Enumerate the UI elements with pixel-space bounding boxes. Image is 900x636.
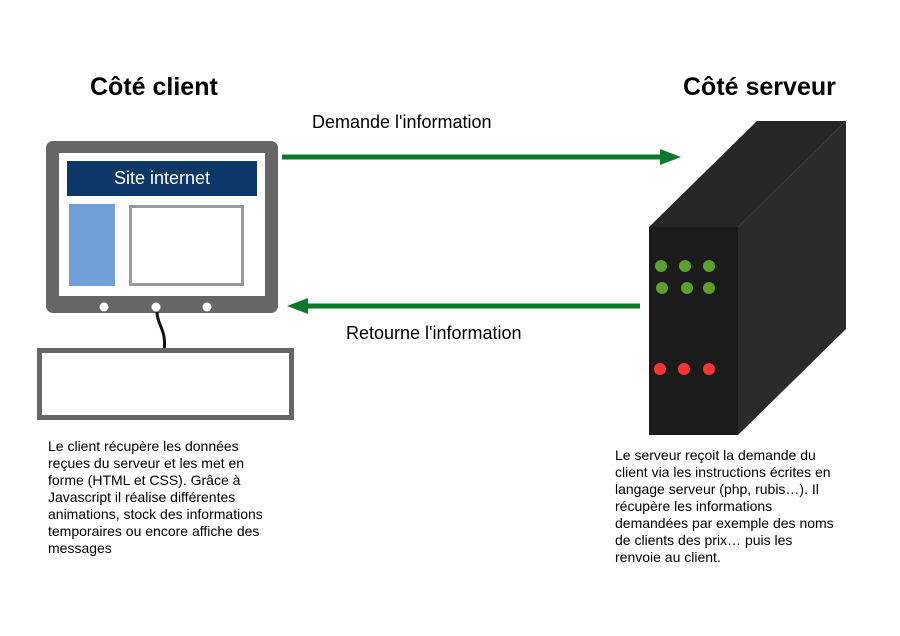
server-front: [649, 227, 738, 435]
monitor: [46, 141, 278, 313]
response-label: Retourne l'information: [346, 323, 522, 343]
server-side: [738, 121, 846, 435]
server-tower: [649, 121, 846, 435]
monitor-button: [99, 302, 109, 312]
site-sidebar: [69, 204, 115, 286]
keyboard-cable: [155, 311, 167, 352]
keyboard: [37, 348, 294, 420]
site-title: Site internet: [113, 168, 211, 188]
client-description: Le client récupère les données reçues du…: [48, 438, 263, 556]
server-top: [649, 121, 846, 227]
monitor-button: [151, 302, 161, 312]
request-arrow: [282, 149, 681, 165]
green-led: [703, 282, 715, 294]
response-arrow: [287, 298, 640, 314]
site-content-box: [129, 205, 244, 286]
server-heading: Côté serveur: [683, 73, 836, 101]
green-led: [703, 260, 715, 272]
red-led: [654, 363, 666, 375]
server-description: Le serveur reçoit la demande du client v…: [615, 447, 834, 565]
monitor-button: [202, 302, 212, 312]
green-led: [679, 260, 691, 272]
green-led: [681, 282, 693, 294]
red-led: [678, 363, 690, 375]
client-heading: Côté client: [90, 73, 218, 101]
green-led: [655, 260, 667, 272]
red-led: [703, 363, 715, 375]
site-header-bar: [67, 161, 257, 196]
green-led: [656, 282, 668, 294]
request-label: Demande l'information: [312, 112, 492, 132]
